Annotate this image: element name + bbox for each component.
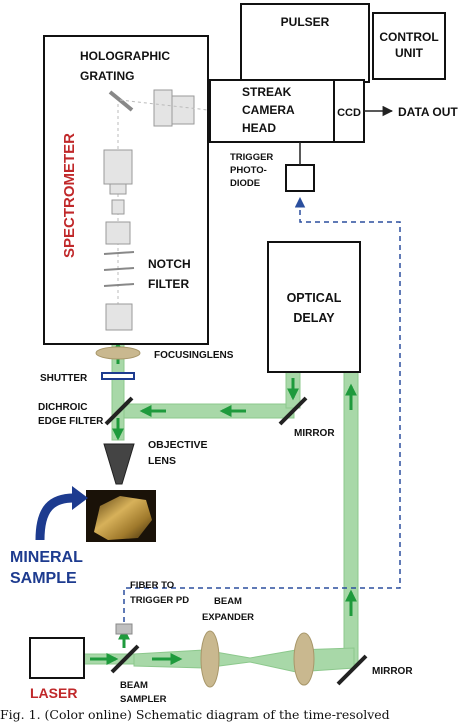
- control-unit-label-1: CONTROL: [379, 30, 438, 44]
- notch-filter-1: [103, 251, 135, 255]
- optic-element-2: [105, 221, 131, 245]
- control-unit-box: [372, 12, 446, 80]
- optical-delay-label-1: OPTICAL: [287, 291, 342, 305]
- control-unit-label-2: UNIT: [395, 46, 424, 60]
- mirror-bottom: [336, 654, 368, 686]
- notch-label-1: NOTCH: [148, 257, 191, 271]
- data-out-label: DATA OUT: [398, 105, 458, 119]
- beam-expander-label-1: BEAM: [214, 596, 242, 607]
- expander-lens-2: [293, 632, 315, 686]
- trigger-photodiode-box: [285, 164, 315, 192]
- dichroic-label-1: DICHROIC: [38, 402, 87, 413]
- holographic-label-1: HOLOGRAPHIC: [80, 49, 170, 63]
- mineral-arrow: [35, 493, 75, 541]
- streak-camera-box: [209, 79, 335, 143]
- notch-filter-3: [103, 283, 135, 287]
- dichroic-filter: [104, 396, 134, 426]
- ccd-label: CCD: [337, 107, 361, 119]
- shutter-label: SHUTTER: [40, 373, 88, 384]
- mineral-rock: [94, 496, 152, 540]
- grating-mirror: [108, 90, 134, 112]
- mirror-top: [278, 396, 308, 426]
- fiber-label-1: FIBER TO: [130, 580, 174, 591]
- optic-element-1: [111, 199, 125, 215]
- dichroic-label-2: EDGE FILTER: [38, 416, 104, 427]
- mirror-bottom-label: MIRROR: [372, 666, 413, 677]
- trigger-label-1: TRIGGER: [230, 152, 273, 163]
- fiber-dashed-line: [123, 196, 401, 622]
- laser-label: LASER: [30, 685, 77, 701]
- camera-lens-1: [153, 89, 173, 127]
- beam-right-vertical: [343, 371, 359, 665]
- laser-box: [29, 637, 85, 679]
- beam-sampler-label-1: BEAM: [120, 680, 148, 691]
- focusing-lens: [95, 346, 141, 360]
- pulser-label: PULSER: [281, 15, 330, 29]
- fiber-coupler: [115, 623, 133, 635]
- spectrometer-optics: [103, 89, 209, 332]
- camera-lens-2: [171, 95, 195, 125]
- beam-expander-label-2: EXPANDER: [202, 612, 254, 623]
- spectrometer-label: SPECTROMETER: [61, 133, 78, 258]
- trigger-label-3: DIODE: [230, 178, 260, 189]
- figure-caption: Fig. 1. (Color online) Schematic diagram…: [0, 707, 390, 722]
- objective-label-1: OBJECTIVE: [148, 439, 208, 451]
- expander-lens-1: [200, 630, 220, 688]
- streak-label-1: STREAK: [242, 85, 292, 99]
- beam-sampler: [110, 644, 140, 674]
- notch-filter-2: [103, 267, 135, 271]
- beam-sampler-label-2: SAMPLER: [120, 694, 167, 705]
- optic-axis: [119, 99, 209, 111]
- objective-lens: [103, 443, 135, 485]
- collimator-body: [103, 149, 133, 185]
- trigger-label-2: PHOTO-: [230, 165, 267, 176]
- streak-label-2: CAMERA: [242, 103, 295, 117]
- mineral-arrow-head: [72, 486, 88, 510]
- focusing-lens-label: FOCUSINGLENS: [154, 350, 234, 361]
- optical-delay-box: [267, 241, 361, 373]
- entrance-slit: [105, 303, 133, 331]
- shutter: [101, 372, 135, 380]
- streak-label-3: HEAD: [242, 121, 276, 135]
- holographic-label-2: GRATING: [80, 69, 134, 83]
- collimator-lens: [109, 183, 127, 195]
- optical-delay-label-2: DELAY: [293, 311, 335, 325]
- mineral-label-2: SAMPLE: [10, 570, 77, 587]
- mirror-top-label: MIRROR: [294, 428, 335, 439]
- notch-label-2: FILTER: [148, 277, 189, 291]
- objective-label-2: LENS: [148, 455, 176, 467]
- fiber-label-2: TRIGGER PD: [130, 595, 189, 606]
- mineral-label-1: MINERAL: [10, 549, 83, 566]
